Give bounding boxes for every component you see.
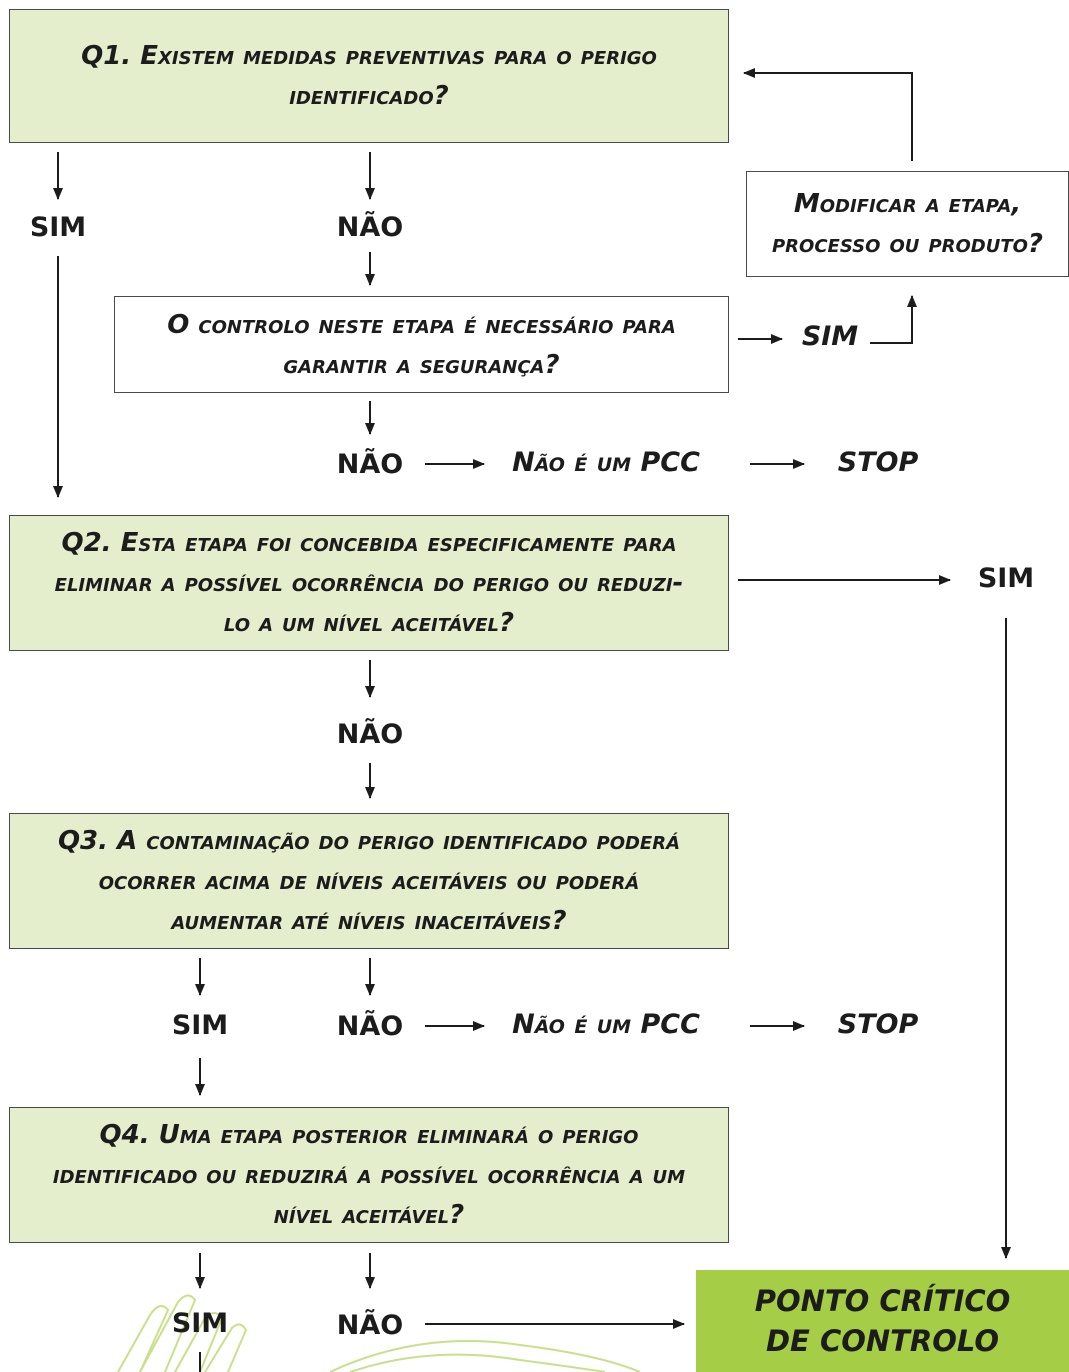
control-box: O controlo neste etapa é necessário para… — [114, 296, 729, 393]
q1-box: Q1. Existem medidas preventivas para o p… — [9, 9, 729, 143]
label-sim-q4: SIM — [171, 1308, 229, 1339]
label-nao-q2: NÃO — [336, 719, 404, 750]
q2-box: Q2. Esta etapa foi concebida especificam… — [9, 515, 729, 651]
q2-text: Q2. Esta etapa foi concebida especificam… — [54, 528, 684, 638]
label-nao-control: NÃO — [336, 449, 404, 480]
q4-box: Q4. Uma etapa posterior eliminará o peri… — [9, 1107, 729, 1243]
label-nao-q1: NÃO — [336, 212, 404, 243]
label-sim-control: SIM — [801, 321, 859, 352]
label-stop-1: STOP — [837, 447, 919, 478]
q4-text: Q4. Uma etapa posterior eliminará o peri… — [52, 1120, 686, 1230]
label-sim-q3: SIM — [171, 1010, 229, 1041]
modify-text: Modificar a etapa, processo ou produto? — [771, 189, 1044, 259]
pcc-line1: PONTO CRÍTICO — [754, 1284, 1011, 1318]
label-nao-pcc-2: Não é um PCC — [512, 1009, 700, 1040]
pcc-box: PONTO CRÍTICO DE CONTROLO — [696, 1270, 1069, 1372]
label-sim-q1: SIM — [29, 212, 87, 243]
label-nao-q3: NÃO — [336, 1011, 404, 1042]
control-text: O controlo neste etapa é necessário para… — [167, 309, 676, 380]
arrow-modify-to-q1 — [743, 68, 913, 161]
q1-text: Q1. Existem medidas preventivas para o p… — [81, 41, 657, 111]
arrow-sim-to-modify — [870, 295, 917, 344]
label-stop-2: STOP — [837, 1009, 919, 1040]
q3-text: Q3. A contaminação do perigo identificad… — [57, 826, 681, 936]
pcc-line2: DE CONTROLO — [765, 1324, 1000, 1358]
q3-box: Q3. A contaminação do perigo identificad… — [9, 813, 729, 949]
modify-box: Modificar a etapa, processo ou produto? — [746, 171, 1069, 277]
label-sim-q2: SIM — [977, 563, 1035, 594]
label-nao-pcc-1: Não é um PCC — [512, 447, 700, 478]
label-nao-q4: NÃO — [336, 1310, 404, 1341]
